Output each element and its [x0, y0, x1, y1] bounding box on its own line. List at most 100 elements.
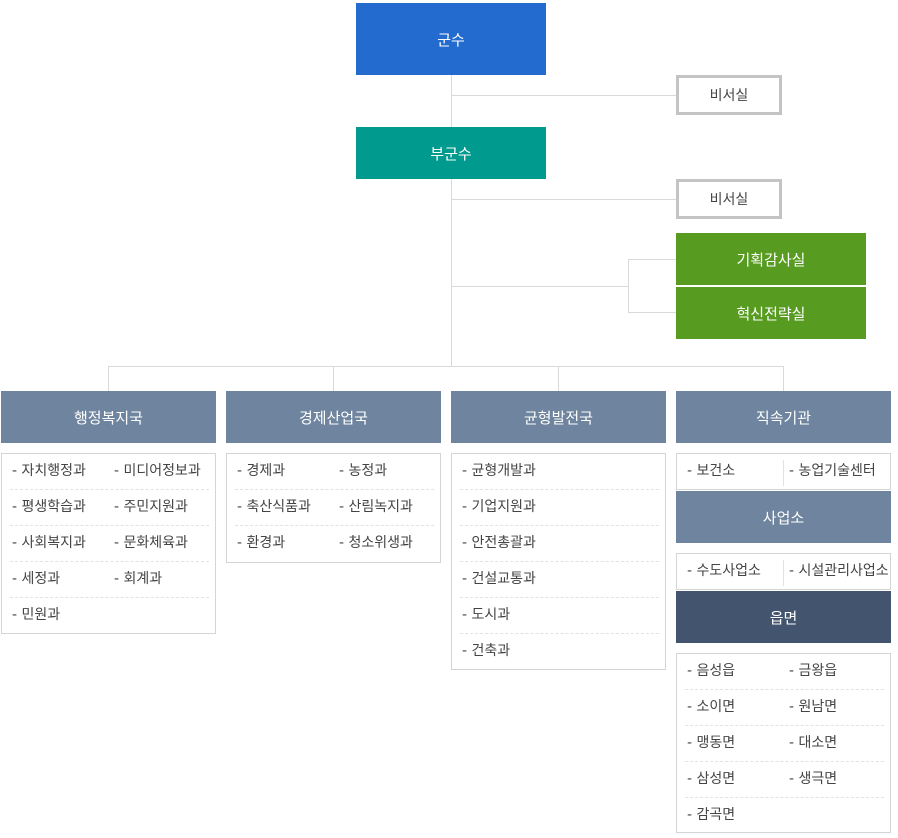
list-item[interactable]: - 음성읍 — [687, 663, 736, 679]
towns-list: - 음성읍 - 금왕읍 - 소이면 - 원남면 - 맹동면 - 대소면 - 삼성… — [676, 653, 891, 833]
list-row: - 환경과 - 청소위생과 — [227, 526, 440, 561]
list-item[interactable]: - 미디어정보과 — [114, 463, 201, 479]
list-item[interactable]: - 청소위생과 — [339, 535, 413, 551]
bureau-direct-agencies-header[interactable]: 직속기관 — [676, 391, 891, 443]
list-row: - 안전총괄과 — [452, 526, 665, 561]
row-divider — [10, 561, 209, 562]
list-row: - 세정과 - 회계과 — [2, 562, 215, 597]
row-divider — [10, 525, 209, 526]
list-item[interactable]: - 대소면 — [789, 735, 838, 751]
row-divider — [685, 797, 884, 798]
list-item[interactable]: - 산림녹지과 — [339, 499, 413, 515]
row-divider — [685, 689, 884, 690]
list-item[interactable]: - 수도사업소 — [687, 563, 761, 579]
row-divider — [460, 561, 659, 562]
list-row: - 보건소 - 농업기술센터 — [677, 454, 890, 489]
innovation-strategy-box[interactable]: 혁신전략실 — [676, 287, 866, 339]
row-divider — [460, 525, 659, 526]
list-item[interactable]: - 보건소 — [687, 463, 736, 479]
list-item[interactable]: - 문화체육과 — [114, 535, 188, 551]
list-item[interactable]: - 민원과 — [12, 607, 61, 623]
bureau-economy-industry-list: - 경제과 - 농정과 - 축산식품과 - 산림녹지과 - 환경과 - 청소위생… — [226, 453, 441, 563]
list-item[interactable]: - 균형개발과 — [462, 463, 536, 479]
secretary-box-1[interactable]: 비서실 — [676, 75, 782, 115]
list-row: - 균형개발과 — [452, 454, 665, 489]
vice-mayor-label: 부군수 — [430, 144, 472, 163]
secretary-box-2[interactable]: 비서실 — [676, 179, 782, 219]
list-item[interactable]: - 원남면 — [789, 699, 838, 715]
list-row: - 감곡면 — [677, 798, 890, 833]
secretary-label-2: 비서실 — [709, 192, 749, 208]
list-item[interactable]: - 자치행정과 — [12, 463, 86, 479]
list-row: - 사회복지과 - 문화체육과 — [2, 526, 215, 561]
list-item[interactable]: - 농정과 — [339, 463, 388, 479]
list-item[interactable]: - 농업기술센터 — [789, 463, 876, 479]
business-office-list: - 수도사업소 - 시설관리사업소 — [676, 553, 891, 590]
list-item[interactable]: - 사회복지과 — [12, 535, 86, 551]
connector-secretary-1 — [451, 95, 678, 96]
connector-staff-vertical — [628, 259, 629, 313]
list-row: - 기업지원과 — [452, 490, 665, 525]
connector-bureaus-horizontal — [108, 366, 784, 367]
row-divider — [235, 489, 434, 490]
list-item[interactable]: - 회계과 — [114, 571, 163, 587]
list-row: - 음성읍 - 금왕읍 — [677, 654, 890, 689]
column-divider — [783, 460, 784, 486]
business-office-title: 사업소 — [762, 508, 805, 527]
list-item[interactable]: - 환경과 — [237, 535, 286, 551]
bureau-title: 경제산업국 — [298, 408, 368, 427]
list-item[interactable]: - 평생학습과 — [12, 499, 86, 515]
towns-title: 읍면 — [769, 608, 798, 627]
connector-secretary-2 — [451, 199, 678, 200]
bureau-direct-agencies-list: - 보건소 - 농업기술센터 — [676, 453, 891, 490]
bureau-balanced-development-header[interactable]: 균형발전국 — [451, 391, 666, 443]
vice-mayor-box[interactable]: 부군수 — [356, 127, 546, 179]
list-item[interactable]: - 금왕읍 — [789, 663, 838, 679]
list-item[interactable]: - 세정과 — [12, 571, 61, 587]
list-item[interactable]: - 감곡면 — [687, 807, 736, 823]
connector-main-vertical — [451, 75, 452, 366]
towns-header[interactable]: 읍면 — [676, 591, 891, 643]
list-item[interactable]: - 안전총괄과 — [462, 535, 536, 551]
list-row: - 건축과 — [452, 634, 665, 669]
row-divider — [460, 597, 659, 598]
connector-staff-horizontal — [451, 286, 628, 287]
secretary-label-1: 비서실 — [709, 88, 749, 104]
bureau-admin-welfare-header[interactable]: 행정복지국 — [1, 391, 216, 443]
bureau-title: 직속기관 — [755, 408, 812, 427]
list-row: - 수도사업소 - 시설관리사업소 — [677, 554, 890, 589]
list-row: - 평생학습과 - 주민지원과 — [2, 490, 215, 525]
list-row: - 삼성면 - 생극면 — [677, 762, 890, 797]
list-item[interactable]: - 소이면 — [687, 699, 736, 715]
list-item[interactable]: - 기업지원과 — [462, 499, 536, 515]
business-office-header[interactable]: 사업소 — [676, 491, 891, 543]
planning-audit-box[interactable]: 기획감사실 — [676, 233, 866, 285]
mayor-box[interactable]: 군수 — [356, 3, 546, 75]
list-item[interactable]: - 시설관리사업소 — [789, 563, 889, 579]
list-item[interactable]: - 주민지원과 — [114, 499, 188, 515]
list-row: - 맹동면 - 대소면 — [677, 726, 890, 761]
list-row: - 경제과 - 농정과 — [227, 454, 440, 489]
list-item[interactable]: - 경제과 — [237, 463, 286, 479]
row-divider — [10, 597, 209, 598]
list-row: - 소이면 - 원남면 — [677, 690, 890, 725]
connector-bureau-2 — [333, 366, 334, 391]
list-item[interactable]: - 삼성면 — [687, 771, 736, 787]
connector-bureau-1 — [108, 366, 109, 391]
list-item[interactable]: - 도시과 — [462, 607, 511, 623]
bureau-economy-industry-header[interactable]: 경제산업국 — [226, 391, 441, 443]
row-divider — [10, 489, 209, 490]
row-divider — [460, 633, 659, 634]
list-item[interactable]: - 건설교통과 — [462, 571, 536, 587]
list-row: - 축산식품과 - 산림녹지과 — [227, 490, 440, 525]
mayor-label: 군수 — [437, 30, 465, 49]
list-item[interactable]: - 축산식품과 — [237, 499, 311, 515]
bureau-title: 행정복지국 — [73, 408, 143, 427]
list-item[interactable]: - 건축과 — [462, 643, 511, 659]
bureau-admin-welfare-list: - 자치행정과 - 미디어정보과 - 평생학습과 - 주민지원과 - 사회복지과… — [1, 453, 216, 634]
connector-staff-bottom — [628, 312, 676, 313]
bureau-balanced-development-list: - 균형개발과 - 기업지원과 - 안전총괄과 - 건설교통과 - 도시과 - … — [451, 453, 666, 670]
list-item[interactable]: - 맹동면 — [687, 735, 736, 751]
list-row: - 도시과 — [452, 598, 665, 633]
list-item[interactable]: - 생극면 — [789, 771, 838, 787]
